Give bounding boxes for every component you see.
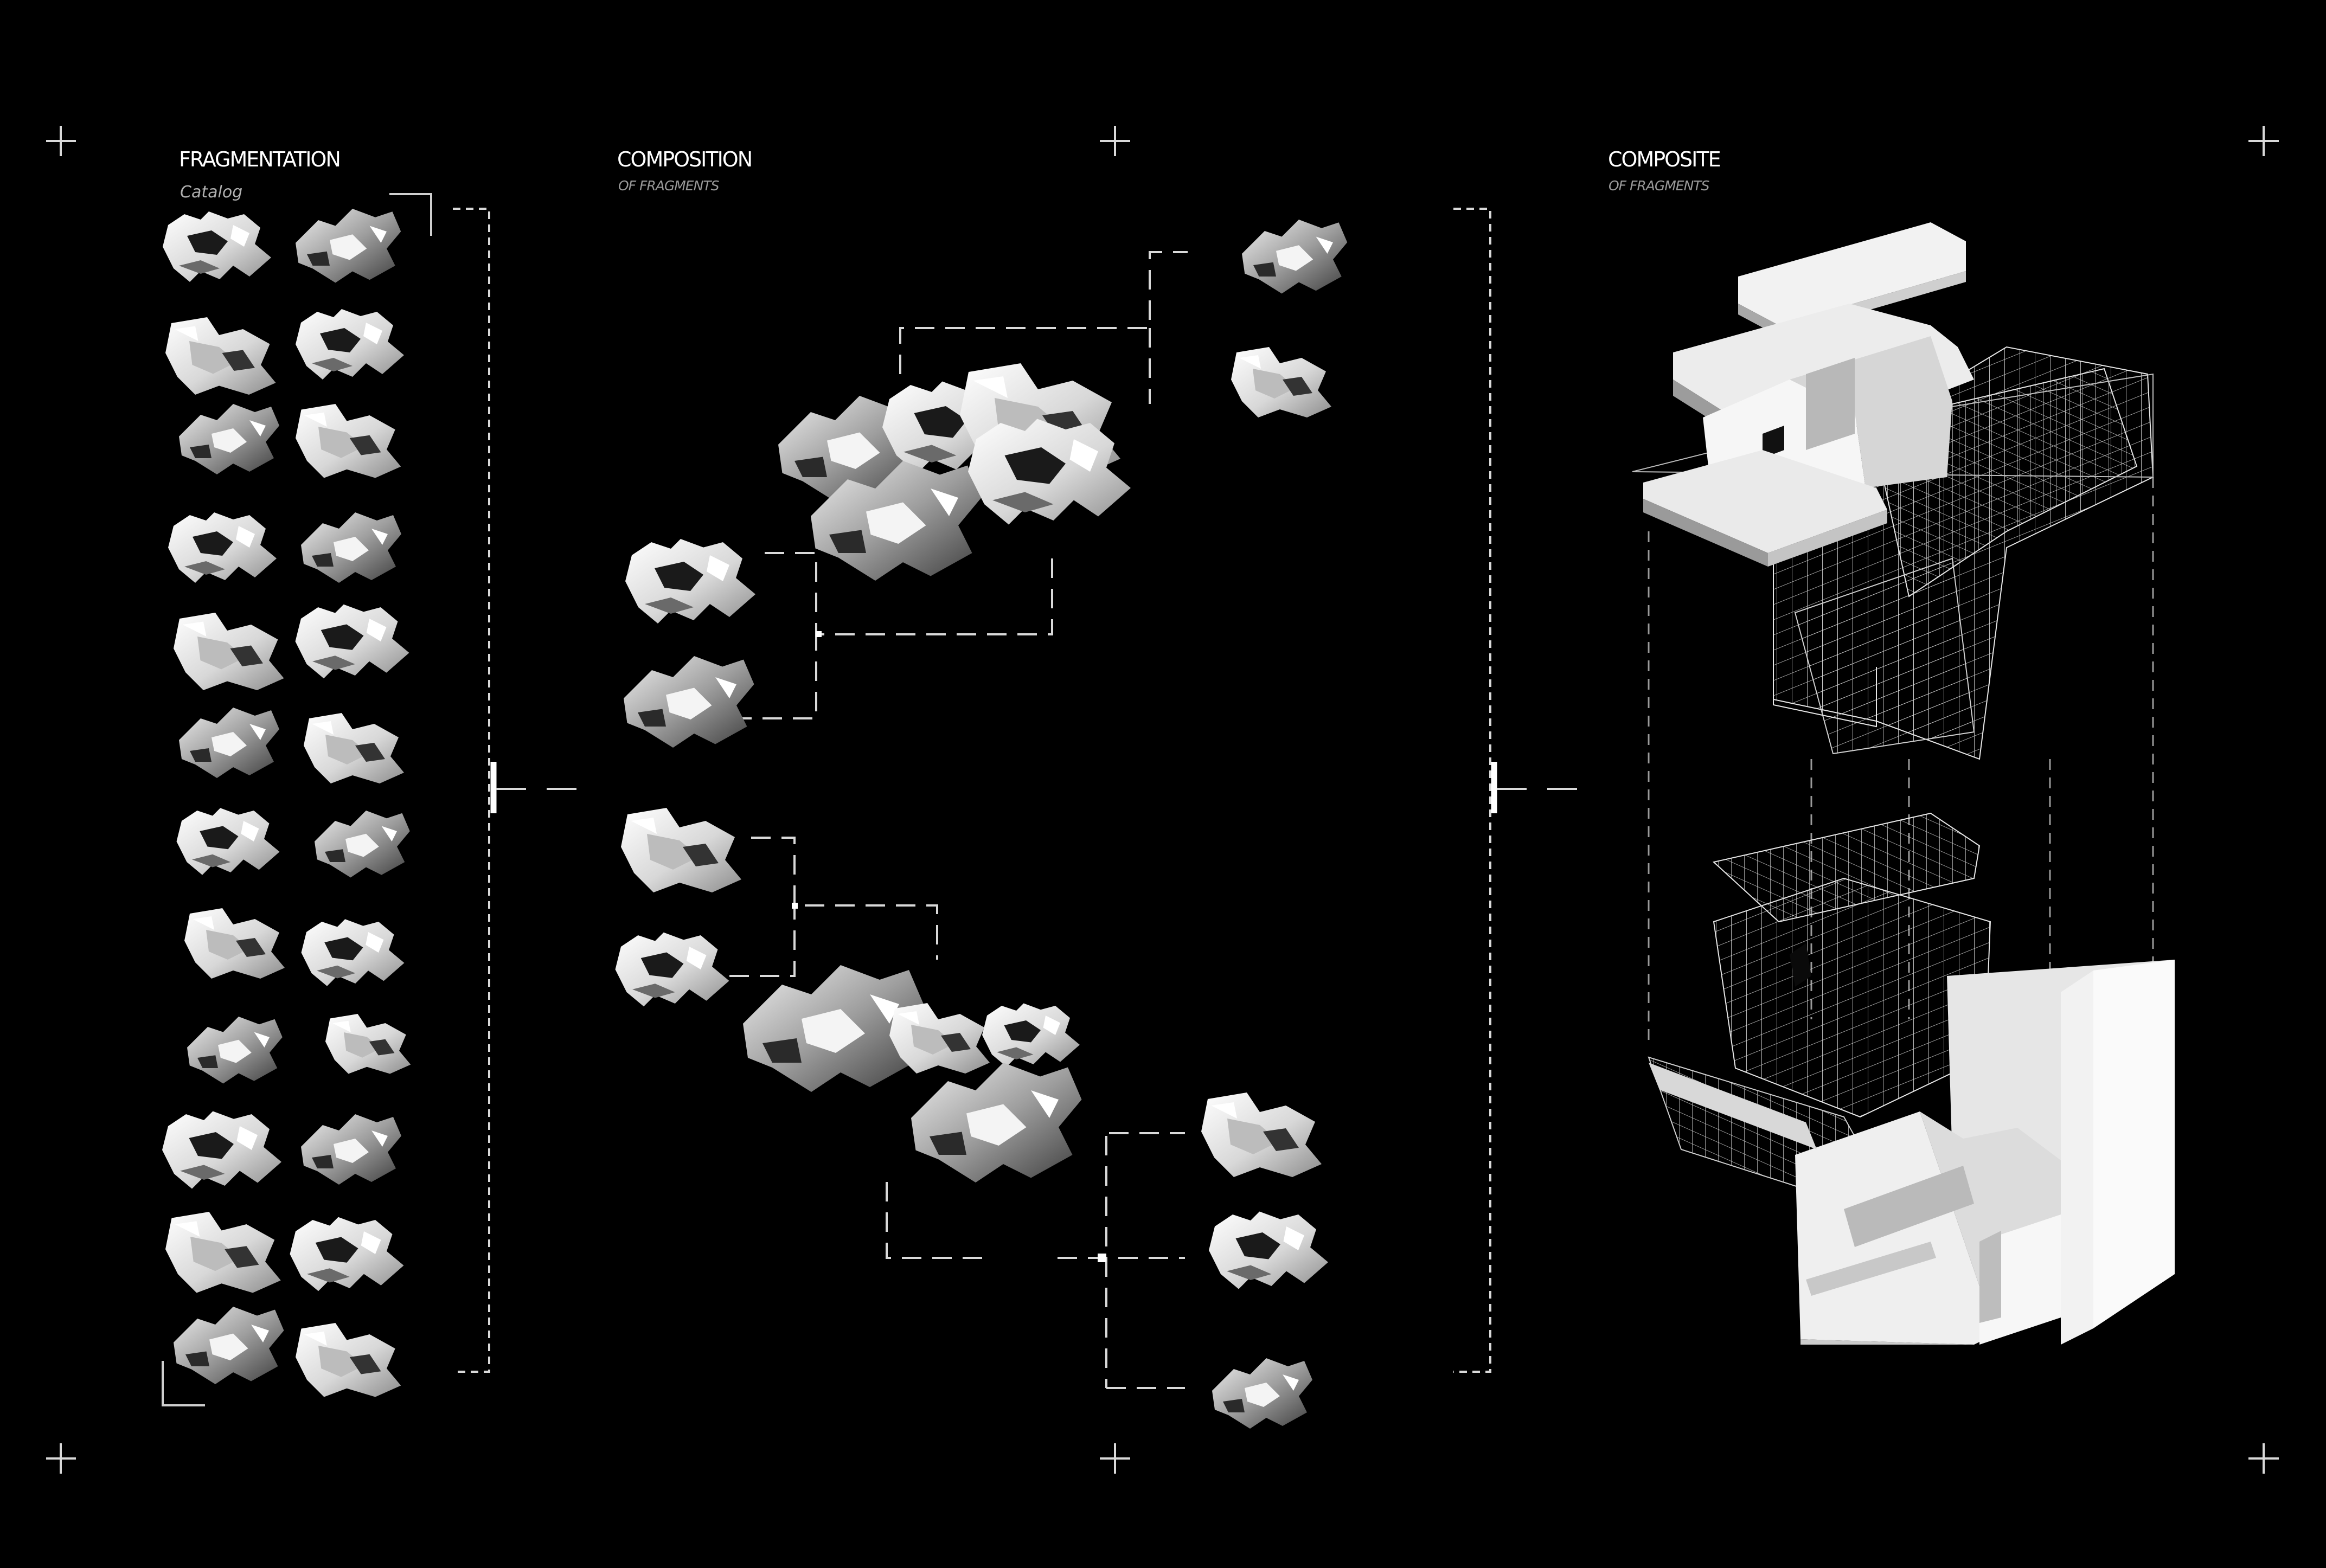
composite-lower bbox=[1648, 812, 2175, 1345]
composite-title: COMPOSITE bbox=[1608, 147, 1721, 171]
catalog-corner-bottom bbox=[162, 1361, 205, 1406]
registration-mark-bottom-left bbox=[46, 1443, 76, 1474]
fragmentation-title: FRAGMENTATION bbox=[179, 147, 341, 171]
bracket-composition bbox=[1453, 208, 1491, 1373]
registration-mark-top-center bbox=[1100, 126, 1130, 156]
composition-subtitle: OF FRAGMENTS bbox=[618, 178, 719, 194]
composite-subtitle: OF FRAGMENTS bbox=[1609, 178, 1709, 194]
node-lower bbox=[1098, 1254, 1106, 1262]
connector-upper-group bbox=[899, 251, 1188, 374]
composition-title: COMPOSITION bbox=[617, 147, 753, 171]
node-mid bbox=[792, 903, 798, 909]
connector-upper-pair-b bbox=[732, 634, 817, 719]
connector-lower-pair-b bbox=[729, 905, 796, 977]
node-upper bbox=[816, 631, 822, 637]
registration-mark-top-right bbox=[2248, 126, 2279, 156]
catalog-corner-top bbox=[389, 193, 432, 236]
upper-solid-blocks bbox=[1643, 222, 1974, 567]
registration-mark-top-left bbox=[46, 126, 76, 156]
connector-lower-mid bbox=[886, 1182, 992, 1259]
composite-upper bbox=[1632, 222, 2154, 760]
registration-mark-bottom-center bbox=[1100, 1443, 1130, 1474]
fragmentation-subtitle: Catalog bbox=[180, 183, 243, 202]
lower-solid-blocks bbox=[1649, 960, 2175, 1345]
bracket-fragmentation bbox=[453, 208, 490, 1373]
registration-mark-bottom-right bbox=[2248, 1443, 2279, 1474]
